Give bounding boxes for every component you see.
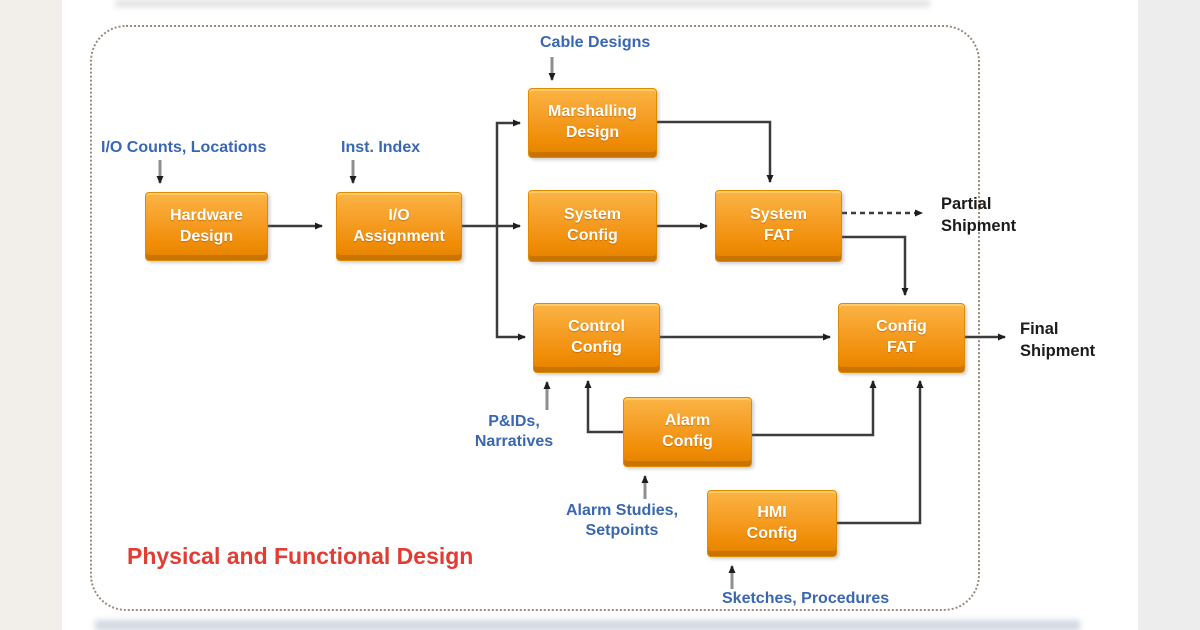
diagram-title: Physical and Functional Design [127,543,474,569]
node-hardware-design: Hardware Design [145,192,268,261]
page-margin-left [0,0,62,630]
input-label-inst-index: Inst. Index [341,139,421,156]
page-margin-right [1138,0,1200,630]
node-config-fat: Config FAT [838,303,965,373]
arrow-alarmconfig-to-configfat [752,380,877,437]
input-label-pids-narratives: P&IDs, Narratives [474,413,554,450]
input-label-cable-designs: Cable Designs [540,34,651,51]
arrow-marshalling-to-systemfat [657,120,774,183]
arrow-branch-to-marshalling [495,119,521,226]
node-control-config: Control Config [533,303,660,373]
node-hmi-config: HMI Config [707,490,837,557]
arrow-systemfat-to-configfat [842,235,909,296]
arrow-alarmconfig-to-controlconfig [584,380,623,434]
node-io-assignment: I/O Assignment [336,192,462,261]
dotted-boundary [90,25,980,611]
input-label-alarm-studies: Alarm Studies, Setpoints [565,502,679,539]
node-system-config: System Config [528,190,657,262]
node-alarm-config: Alarm Config [623,397,752,467]
arrow-branch-to-controlconfig [495,226,526,341]
output-label-final-shipment: Final Shipment [1020,320,1096,361]
node-marshalling-design: Marshalling Design [528,88,657,158]
cropped-text-artifact-bottom [95,620,1080,630]
node-system-fat: System FAT [715,190,842,262]
input-label-io-counts: I/O Counts, Locations [101,139,267,156]
arrow-hmiconfig-to-configfat [837,380,924,525]
cropped-text-artifact-top [115,0,930,7]
input-label-sketches-procedures: Sketches, Procedures [722,590,890,607]
output-label-partial-shipment: Partial Shipment [941,195,1017,236]
